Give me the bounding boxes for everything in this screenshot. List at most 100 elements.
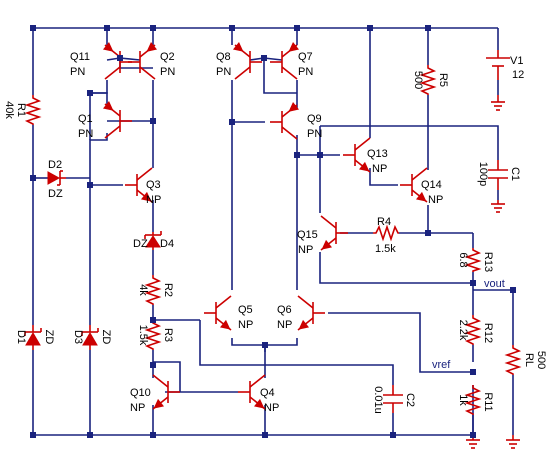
ground-icon: [491, 200, 505, 213]
R3-value: 1.5k: [137, 325, 149, 346]
Q14-transistor-symbol: [400, 167, 428, 203]
D2-symbol: [47, 170, 66, 186]
ground-icon: [491, 95, 505, 111]
junction-dot: [470, 369, 476, 375]
C1-symbol: [488, 160, 508, 190]
junction-dot: [425, 230, 431, 236]
Q13-ref: Q13: [367, 148, 388, 160]
Q1-ref: Q1: [78, 113, 93, 125]
Q10-transistor-symbol: [152, 374, 180, 410]
vout-net-label: vout: [484, 278, 505, 290]
Q4-type: NP: [264, 402, 279, 414]
C1-value: 100p: [477, 162, 489, 186]
wires: [32, 27, 514, 436]
Q15-ref: Q15: [297, 229, 318, 241]
Q3-transistor-symbol: [125, 167, 153, 203]
Q15-transistor-symbol: [320, 215, 348, 251]
Q6-transistor-symbol: [297, 295, 325, 331]
junction-dot: [261, 55, 267, 61]
V1-ref: V1: [510, 55, 523, 67]
Q10-ref: Q10: [130, 387, 151, 399]
R13-symbol: [464, 248, 482, 272]
D2-ref: D2: [48, 159, 62, 171]
R2-ref: R2: [162, 283, 174, 297]
Q1-type: PN: [78, 128, 93, 140]
junction-dot: [150, 317, 156, 323]
R2-value: 4k: [137, 284, 149, 296]
R11-value: 1k: [457, 394, 469, 406]
junction-dot: [30, 432, 36, 438]
V1-value: 12: [512, 69, 524, 81]
junction-dot: [390, 432, 396, 438]
D4-type: DZ: [133, 238, 148, 250]
junction-dot: [87, 182, 93, 188]
Q2-transistor-symbol: [128, 42, 158, 80]
junction-dot: [150, 118, 156, 124]
R2-symbol: [144, 275, 162, 305]
Q9-type: PN: [307, 128, 322, 140]
Q5-ref: Q5: [238, 304, 253, 316]
C2-symbol: [383, 385, 403, 413]
R5-ref: R5: [437, 73, 449, 87]
Q8-type: PN: [216, 66, 231, 78]
R4-value: 1.5k: [375, 243, 396, 255]
D3-symbol: [81, 325, 99, 350]
resistors: [24, 65, 522, 415]
R12-ref: R12: [482, 323, 494, 343]
R11-symbol: [464, 385, 482, 415]
junction-dot: [30, 175, 36, 181]
junction-dot: [104, 25, 110, 31]
RL-symbol: [504, 345, 522, 375]
D1-ref: D1: [15, 330, 27, 344]
Q7-ref: Q7: [298, 51, 313, 63]
Q15-type: NP: [298, 244, 313, 256]
ground-symbols: [466, 95, 520, 449]
R13-ref: R13: [482, 252, 494, 272]
rotated-labels: R1 40k R2 4k R3 1.5k R5 500 R13 6.8 R12 …: [3, 71, 547, 414]
junction-dot: [470, 432, 476, 438]
R1-symbol: [24, 95, 42, 125]
Q14-ref: Q14: [421, 179, 442, 191]
D3-type: ZD: [100, 330, 112, 345]
junction-dots: [30, 25, 516, 438]
junction-dot: [229, 25, 235, 31]
junction-dot: [510, 287, 516, 293]
junction-dot: [425, 25, 431, 31]
diodes: [24, 170, 162, 350]
Q7-transistor-symbol: [270, 42, 300, 80]
RL-ref: RL: [523, 353, 535, 367]
junction-dot: [150, 25, 156, 31]
junction-dot: [317, 152, 323, 158]
D1-type: ZD: [43, 330, 55, 345]
D3-ref: D3: [72, 330, 84, 344]
junction-dot: [30, 25, 36, 31]
R4-ref: R4: [377, 216, 391, 228]
D4-symbol: [144, 231, 162, 250]
Q10-type: NP: [130, 402, 145, 414]
R3-symbol: [144, 320, 162, 350]
junction-dot: [294, 152, 300, 158]
D4-ref: D4: [160, 238, 174, 250]
R11-ref: R11: [482, 392, 494, 411]
RL-value: 500: [535, 351, 547, 369]
junction-dot: [150, 362, 156, 368]
Q7-type: PN: [298, 66, 313, 78]
transistors: [102, 42, 428, 410]
junction-dot: [117, 55, 123, 61]
Q1-transistor-symbol: [102, 101, 132, 139]
junction-dot: [367, 25, 373, 31]
Q2-ref: Q2: [160, 51, 175, 63]
Q2-type: PN: [160, 66, 175, 78]
R12-symbol: [464, 315, 482, 345]
D2-type: DZ: [48, 188, 63, 200]
R13-value: 6.8: [457, 252, 469, 267]
V1-battery-symbol: [486, 50, 510, 80]
junction-dot: [87, 432, 93, 438]
R1-value: 40k: [3, 101, 15, 119]
R12-value: 2.2k: [457, 320, 469, 341]
R5-symbol: [419, 65, 437, 95]
Q6-type: NP: [277, 319, 292, 331]
junction-dot: [262, 432, 268, 438]
junction-dot: [87, 90, 93, 96]
